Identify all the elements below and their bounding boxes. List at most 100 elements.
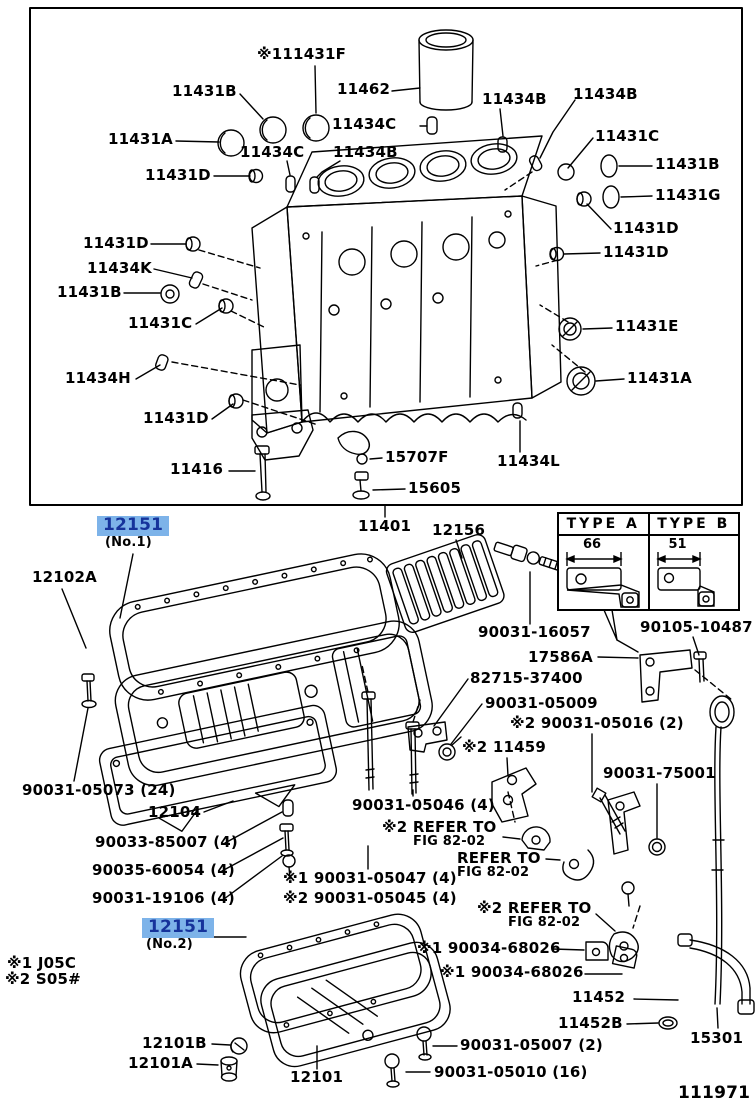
type-a-dimension: 66	[582, 537, 602, 552]
clip-15707f	[337, 430, 370, 465]
part-label-1-90031-05047-4-47[interactable]: ※1 90031-05047 (4)	[283, 869, 457, 887]
bolt-90031-05010	[384, 1053, 400, 1088]
bracket-dipstick-guide	[607, 791, 641, 907]
part-label-1-90034-68026-53[interactable]: ※1 90034-68026	[417, 939, 561, 957]
part-label-11431c-10[interactable]: 11431C	[595, 127, 660, 145]
part-label-12151-no2[interactable]: 12151(No.2)	[142, 918, 215, 953]
type-variant-table: TYPE A 66 TYPE B 51	[557, 512, 740, 611]
type-b-header: TYPE B	[649, 514, 738, 536]
bolt-90031-05009	[438, 736, 462, 761]
drawing-number: 111971	[678, 1083, 751, 1103]
part-label-11401-27[interactable]: 11401	[358, 517, 412, 535]
part-label-15605-25[interactable]: 15605	[408, 479, 462, 497]
part-label-11416-23[interactable]: 11416	[170, 460, 224, 478]
part-label-17586a-33[interactable]: 17586A	[528, 648, 593, 666]
part-label-90031-19106-4-43[interactable]: 90031-19106 (4)	[92, 889, 235, 907]
part-label-15301-62[interactable]: 15301	[690, 1029, 744, 1047]
part-label-11431d-13[interactable]: 11431D	[613, 219, 679, 237]
type-a-column: TYPE A 66	[559, 514, 648, 609]
oil-strainer-drawing	[385, 533, 505, 633]
oil-pan-upper-drawing	[114, 620, 433, 787]
part-label-12156-28[interactable]: 12156	[432, 521, 486, 539]
type-a-bracket-drawing	[565, 552, 640, 608]
oil-pan-gasket-no2-drawing	[239, 913, 432, 1034]
part-label-82715-37400-34[interactable]: 82715-37400	[470, 669, 583, 687]
bolt-11416	[254, 445, 271, 501]
hook-refer-2	[562, 849, 595, 881]
part-label-90031-05010-16-58[interactable]: 90031-05010 (16)	[434, 1063, 588, 1081]
part-label-11431d-7[interactable]: 11431D	[145, 166, 211, 184]
part-label-15707f-24[interactable]: 15707F	[385, 448, 449, 466]
part-label-90031-05009-35[interactable]: 90031-05009	[485, 694, 598, 712]
bracket-11459-drawing	[491, 767, 537, 823]
part-label-90105-10487-32[interactable]: 90105-10487	[640, 618, 753, 636]
part-label-12104-40[interactable]: 12104	[148, 803, 202, 821]
plug-12101b	[230, 1037, 248, 1055]
nut-90031-75001	[648, 838, 666, 856]
part-label-11431b-1[interactable]: 11431B	[172, 82, 237, 100]
part-label-12101a-60[interactable]: 12101A	[128, 1054, 193, 1072]
part-label-90031-05073-24-39[interactable]: 90031-05073 (24)	[22, 781, 176, 799]
top-section-border	[29, 7, 743, 506]
part-label-11434c-6[interactable]: 11434C	[332, 115, 397, 133]
part-label-2-90031-05016-2-36[interactable]: ※2 90031-05016 (2)	[510, 714, 684, 732]
bolt-90031-05007	[416, 1026, 432, 1061]
dashed-assembly-lines	[171, 171, 733, 929]
dipstick-drawing	[709, 695, 735, 1005]
bolt-15605	[352, 471, 370, 500]
part-label-11431c-18[interactable]: 11431C	[128, 314, 193, 332]
type-a-header: TYPE A	[559, 514, 648, 536]
note-applicability-1: ※1 J05C	[7, 954, 77, 972]
part-label-90031-16057-31[interactable]: 90031-16057	[478, 623, 591, 641]
part-label-90033-85007-4-41[interactable]: 90033-85007 (4)	[95, 833, 238, 851]
part-label-90031-75001-38[interactable]: 90031-75001	[603, 764, 716, 782]
note-applicability-2: ※2 S05#	[5, 970, 81, 988]
part-label-11431a-3[interactable]: 11431A	[108, 130, 173, 148]
part-label-90031-05046-4-44[interactable]: 90031-05046 (4)	[352, 796, 495, 814]
part-label-11452-55[interactable]: 11452	[572, 988, 626, 1006]
part-label-11431e-21[interactable]: 11431E	[615, 317, 679, 335]
part-label-1-90034-68026-54[interactable]: ※1 90034-68026	[440, 963, 584, 981]
part-label-11462-2[interactable]: 11462	[337, 80, 391, 98]
part-label-11431b-17[interactable]: 11431B	[57, 283, 122, 301]
type-b-bracket-drawing	[655, 552, 715, 607]
cylinder-liner-drawing	[418, 29, 474, 111]
part-label-11434b-9[interactable]: 11434B	[573, 85, 638, 103]
part-label-11431g-12[interactable]: 11431G	[655, 186, 721, 204]
part-label-11434k-16[interactable]: 11434K	[87, 259, 153, 277]
plug-12101a	[220, 1056, 238, 1082]
part-label-11431d-15[interactable]: 11431D	[83, 234, 149, 252]
part-label-11434c-4[interactable]: 11434C	[240, 143, 305, 161]
leader-lines	[61, 65, 719, 1073]
part-label-12101-61[interactable]: 12101	[290, 1068, 344, 1086]
part-label-2-11459-37[interactable]: ※2 11459	[462, 738, 547, 756]
part-label-11431d-14[interactable]: 11431D	[603, 243, 669, 261]
part-label-11431b-11[interactable]: 11431B	[655, 155, 720, 173]
part-label-90031-05007-2-57[interactable]: 90031-05007 (2)	[460, 1036, 603, 1054]
part-label-12101b-59[interactable]: 12101B	[142, 1034, 207, 1052]
part-label-12102a-30[interactable]: 12102A	[32, 568, 97, 586]
part-label-11431d-20[interactable]: 11431D	[143, 409, 209, 427]
part-label-11434b-5[interactable]: 11434B	[333, 143, 398, 161]
part-label-12151-no1[interactable]: 12151(No.1)	[97, 516, 170, 551]
type-b-dimension: 51	[668, 537, 687, 552]
engine-block-drawing	[251, 135, 562, 461]
sensor-drawing	[493, 541, 563, 571]
bolt-90031-05073	[81, 673, 97, 709]
part-label-11434l-26[interactable]: 11434L	[497, 452, 560, 470]
part-label-11431a-22[interactable]: 11431A	[627, 369, 692, 387]
stiffener-plate-drawing	[98, 704, 338, 832]
part-label-11434h-19[interactable]: 11434H	[65, 369, 131, 387]
part-label-2-90031-05045-4-48[interactable]: ※2 90031-05045 (4)	[283, 889, 457, 907]
small-fasteners-left	[279, 799, 296, 880]
part-label-111431f-0[interactable]: ※111431F	[257, 45, 347, 63]
part-label-90035-60054-4-42[interactable]: 90035-60054 (4)	[92, 861, 235, 879]
part-label-11434b-8[interactable]: 11434B	[482, 90, 547, 108]
part-label-11452b-56[interactable]: 11452B	[558, 1014, 623, 1032]
